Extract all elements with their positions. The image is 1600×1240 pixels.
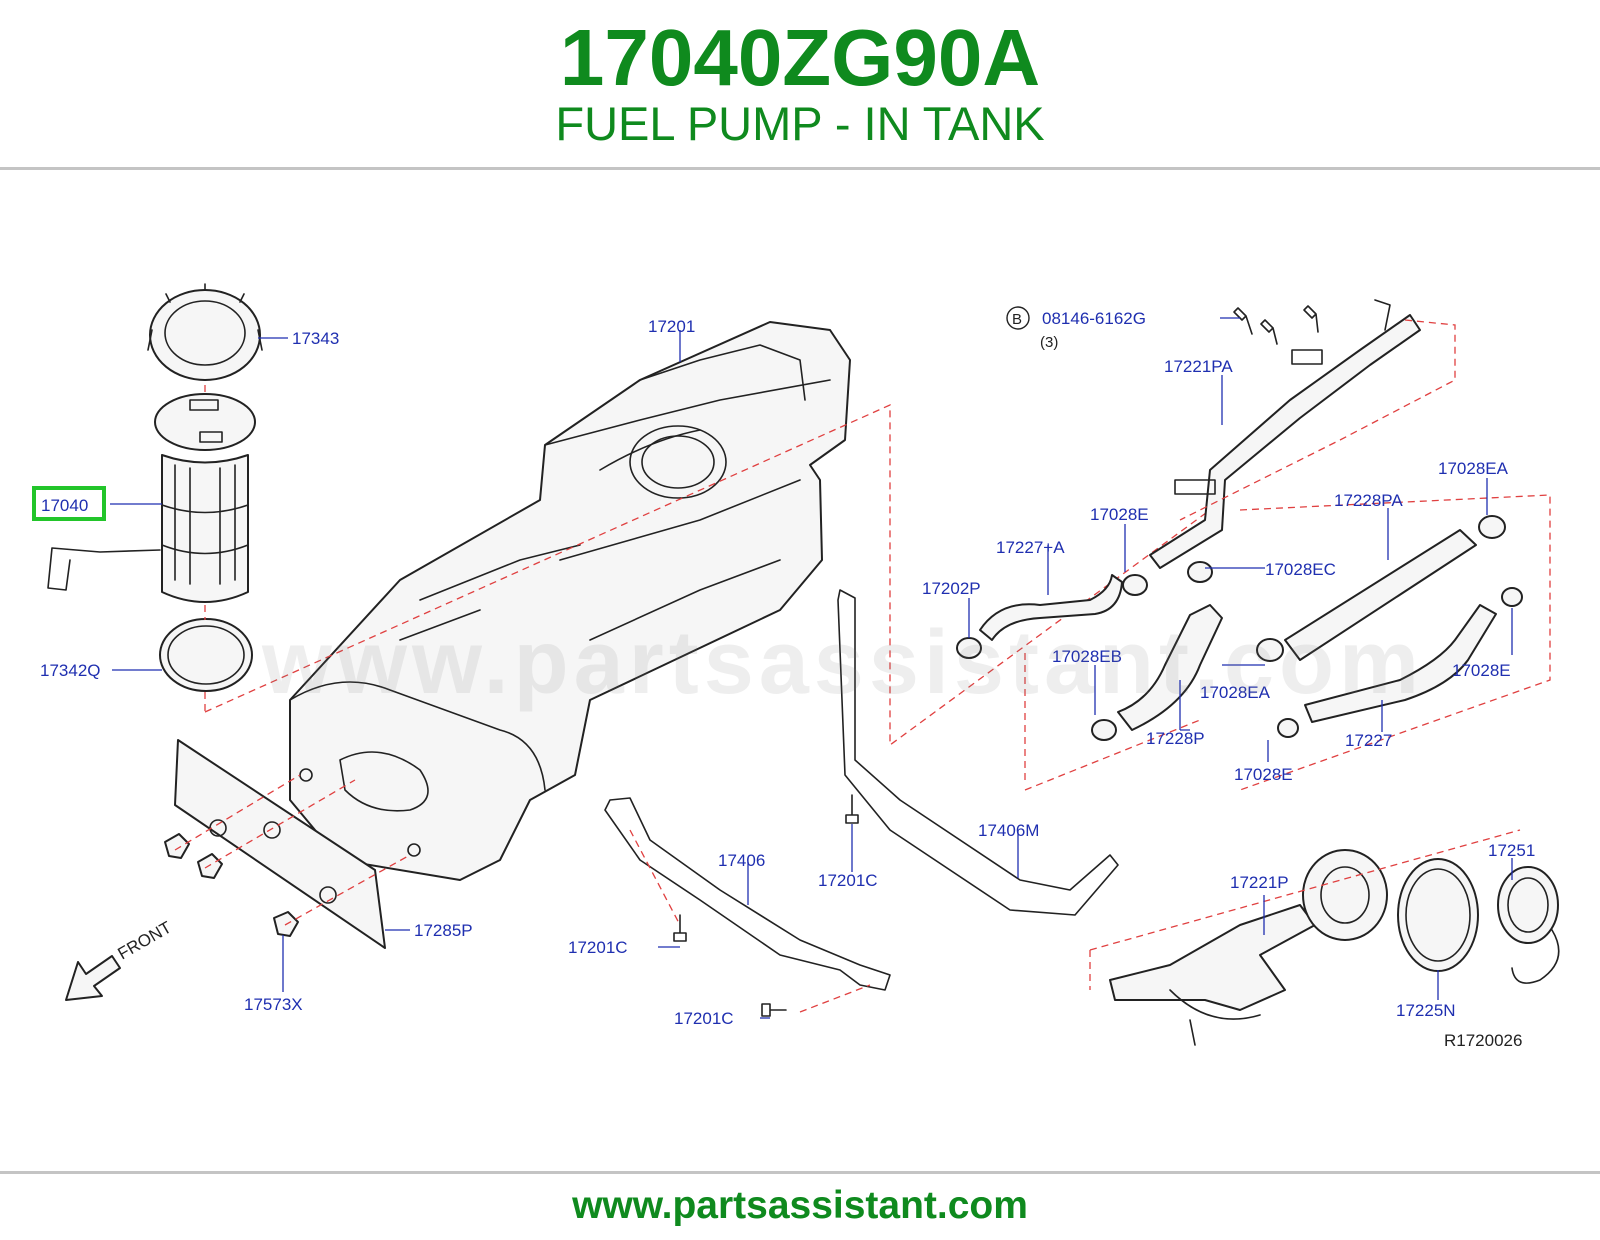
callout-17028E-top[interactable]: 17028E — [1090, 505, 1149, 524]
callout-17202P[interactable]: 17202P — [922, 579, 981, 598]
header-divider — [0, 167, 1600, 170]
callout-17343[interactable]: 17343 — [292, 329, 339, 348]
clamps-17028-drawing — [956, 515, 1523, 741]
filler-tube-17221PA-drawing — [1149, 299, 1421, 569]
reference-code: R1720026 — [1444, 1031, 1522, 1050]
callout-17028EC[interactable]: 17028EC — [1265, 560, 1336, 579]
callout-17225N[interactable]: 17225N — [1396, 1001, 1456, 1020]
hose-17227A-drawing — [979, 574, 1123, 641]
tank-guide-line — [204, 403, 1211, 747]
strap-guide-lines — [629, 829, 871, 1013]
callout-17221P[interactable]: 17221P — [1230, 873, 1289, 892]
page-subtitle-part-name: FUEL PUMP - IN TANK — [555, 97, 1045, 150]
bolts-08146-drawing — [1233, 305, 1319, 345]
callout-17342Q[interactable]: 17342Q — [40, 661, 101, 680]
bolt-symbol-b: B — [1012, 311, 1022, 328]
callout-17028EA-top[interactable]: 17028EA — [1438, 459, 1509, 478]
callout-17227[interactable]: 17227 — [1345, 731, 1392, 750]
front-direction-arrow-icon — [65, 955, 121, 1001]
protector-17285P-drawing — [174, 739, 386, 949]
strap-17406M-drawing — [837, 589, 1119, 916]
hose-guide-lines — [1024, 494, 1551, 791]
watermark: www.partsassistant.com — [262, 613, 1425, 713]
callout-17028EB[interactable]: 17028EB — [1052, 647, 1122, 666]
callout-17201[interactable]: 17201 — [648, 317, 695, 336]
callout-17228PA[interactable]: 17228PA — [1334, 491, 1403, 510]
callout-17285P[interactable]: 17285P — [414, 921, 473, 940]
footer-website-link[interactable]: www.partsassistant.com — [572, 1184, 1028, 1227]
gasket-17225N-drawing — [1397, 858, 1479, 972]
callout-17028EA-mid[interactable]: 17028EA — [1200, 683, 1271, 702]
callout-17201C-mid[interactable]: 17201C — [818, 871, 878, 890]
footer-divider — [0, 1171, 1600, 1174]
bolt-symbol-circle — [1006, 306, 1030, 330]
hose-17228P-drawing — [1117, 604, 1223, 731]
fuel-pump-module-17040-drawing — [47, 393, 256, 603]
clip-guide-lines — [174, 774, 411, 926]
callout-17573X[interactable]: 17573X — [244, 995, 303, 1014]
lock-ring-17343-drawing — [147, 283, 263, 381]
callout-leader-lines — [110, 317, 1513, 1019]
selected-part-highlight — [32, 486, 106, 521]
hose-17227-drawing — [1304, 604, 1497, 723]
callout-08146-6162G[interactable]: 08146-6162G — [1042, 309, 1146, 328]
callout-17201C-bottom[interactable]: 17201C — [674, 1009, 734, 1028]
callout-17201C-left[interactable]: 17201C — [568, 938, 628, 957]
fuel-tank-17201-drawing — [289, 321, 851, 881]
front-label: FRONT — [115, 918, 175, 964]
callout-17251[interactable]: 17251 — [1488, 841, 1535, 860]
page-title-part-number: 17040ZG90A — [559, 13, 1041, 102]
callout-17040[interactable]: 17040 — [41, 496, 88, 515]
callout-17227A[interactable]: 17227+A — [996, 538, 1065, 557]
bolt-quantity: (3) — [1040, 334, 1058, 351]
filler-lower-guide-line — [1089, 829, 1521, 990]
filler-guide-line — [1179, 319, 1456, 521]
callout-17028E-right[interactable]: 17028E — [1452, 661, 1511, 680]
hose-17228PA-drawing — [1284, 529, 1477, 661]
callout-17028E-bottom[interactable]: 17028E — [1234, 765, 1293, 784]
callout-17228P[interactable]: 17228P — [1146, 729, 1205, 748]
callout-17406[interactable]: 17406 — [718, 851, 765, 870]
bolts-17201C-drawing — [673, 794, 859, 1017]
fuel-cap-17251-drawing — [1497, 866, 1560, 984]
callout-17221PA[interactable]: 17221PA — [1164, 357, 1233, 376]
strap-17406-drawing — [604, 797, 891, 991]
callout-17406M[interactable]: 17406M — [978, 821, 1039, 840]
gasket-17342Q-drawing — [159, 618, 253, 692]
